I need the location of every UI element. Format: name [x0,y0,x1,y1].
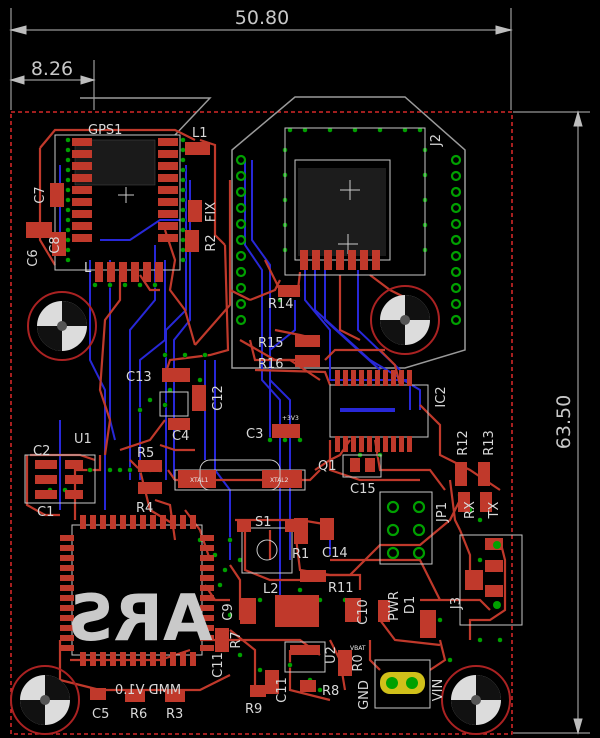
mounting-hole-top-right [370,285,440,355]
c10-label: C10 [356,599,371,625]
tx-label: TX [487,501,502,519]
d1-label: D1 [403,596,418,614]
mounting-hole-bottom-left [10,665,80,735]
dimension-width-label: 50.80 [235,7,289,29]
xtal2-label: XTAL2 [270,477,289,484]
ic2-chip: IC2 [329,370,449,452]
c13-label: C13 [126,370,152,385]
j2-right-header [450,154,462,326]
j2-left-header [235,154,247,326]
c11a-label: C11 [211,652,226,678]
r5-label: R5 [137,446,154,461]
crystal-xtal: XTAL1 XTAL2 [174,459,306,491]
j3-usb-connector: J3 [449,534,523,626]
r0-label: R0 [351,654,366,671]
r3-label: R3 [166,707,183,722]
c6-label: C6 [26,249,41,266]
u2-regulator: U2 VBAT C11 R0 R8 R9 [245,641,366,717]
vin-label: VIN [431,679,446,701]
j3-label: J3 [449,597,464,610]
ars-logo: ARS [68,582,213,656]
vbat-label: VBAT [350,645,366,652]
mounting-hole-top-left [27,291,97,361]
rx-tx-leds: RX TX [458,492,502,519]
c1-label: C1 [37,505,54,520]
l-label: L [84,261,92,276]
c2-label: C2 [33,444,50,459]
version-mark: MMD V1.0 [115,683,181,698]
r7-label: R7 [229,631,244,648]
ic2-label: IC2 [434,386,449,407]
regulator-caps: C13 C12 C4 [126,368,226,444]
l1-label: L1 [192,126,208,141]
c3-label: C3 [246,427,263,442]
dimension-annotations [9,8,590,735]
resistor-group-r14-r16: R14 R15 R16 [258,285,320,372]
gps-passives: L1 FIX R2 C7 C6 C8 [26,126,219,267]
resistors-r12-r13: R12 R13 [455,430,497,486]
r16-label: R16 [258,357,284,372]
c3-net-label: +3V3 [282,415,299,422]
dimension-height-label: 63.50 [553,395,575,449]
transistor-q1: Q1 C15 [318,454,382,497]
r12-label: R12 [456,430,471,456]
bottom-passives: C5 R6 R3 MMD V1.0 [90,683,185,722]
passives-r1-c14-r11: R1 C14 R11 [292,518,354,596]
u2-label: U2 [324,646,339,664]
resistors-r5-r4: R5 R4 [136,446,162,516]
fix-label: FIX [204,202,219,222]
u1-chip: U1 C2 C1 [24,432,96,520]
keepout-outline [80,96,466,369]
gnd-label: GND [357,680,372,710]
s1-label: S1 [255,515,272,530]
l2-label: L2 [263,582,279,597]
capacitor-c3: C3 +3V3 [246,415,300,442]
rx-label: RX [463,501,478,519]
c9-label: C9 [221,603,236,620]
c11b-label: C11 [275,677,290,703]
gps1-label: GPS1 [88,123,122,138]
u1-label: U1 [74,432,92,447]
c8-label: C8 [48,236,63,253]
board-outline [10,111,513,735]
r11-label: R11 [328,581,354,596]
c15-label: C15 [350,482,376,497]
r13-label: R13 [482,430,497,456]
dimension-offset-label: 8.26 [31,58,73,80]
jp1-header: JP1 [379,491,450,565]
power-input-connector: GND VIN [357,659,446,710]
r6-label: R6 [130,707,147,722]
power-section: L2 C9 C10 PWR D1 R7 C11 [211,582,436,678]
j2-label: J2 [429,134,444,147]
r14-label: R14 [268,297,294,312]
q1-label: Q1 [318,459,337,474]
xtal1-label: XTAL1 [190,477,209,484]
main-mcu-qfp: ARS [60,515,214,666]
c5-label: C5 [92,707,109,722]
jp1-label: JP1 [435,502,450,523]
r8-label: R8 [322,684,339,699]
r1-label: R1 [292,547,309,562]
pwr-label: PWR [387,591,402,621]
j2-socket: J2 [284,127,444,276]
r9-label: R9 [245,702,262,717]
c4-label: C4 [172,429,189,444]
r4-label: R4 [136,501,153,516]
c7-label: C7 [33,186,48,203]
r15-label: R15 [258,336,284,351]
c12-label: C12 [211,385,226,411]
gps-module: GPS1 L [54,123,181,282]
r2-label: R2 [204,234,219,251]
mounting-hole-bottom-right [441,665,511,735]
c14-label: C14 [322,546,348,561]
